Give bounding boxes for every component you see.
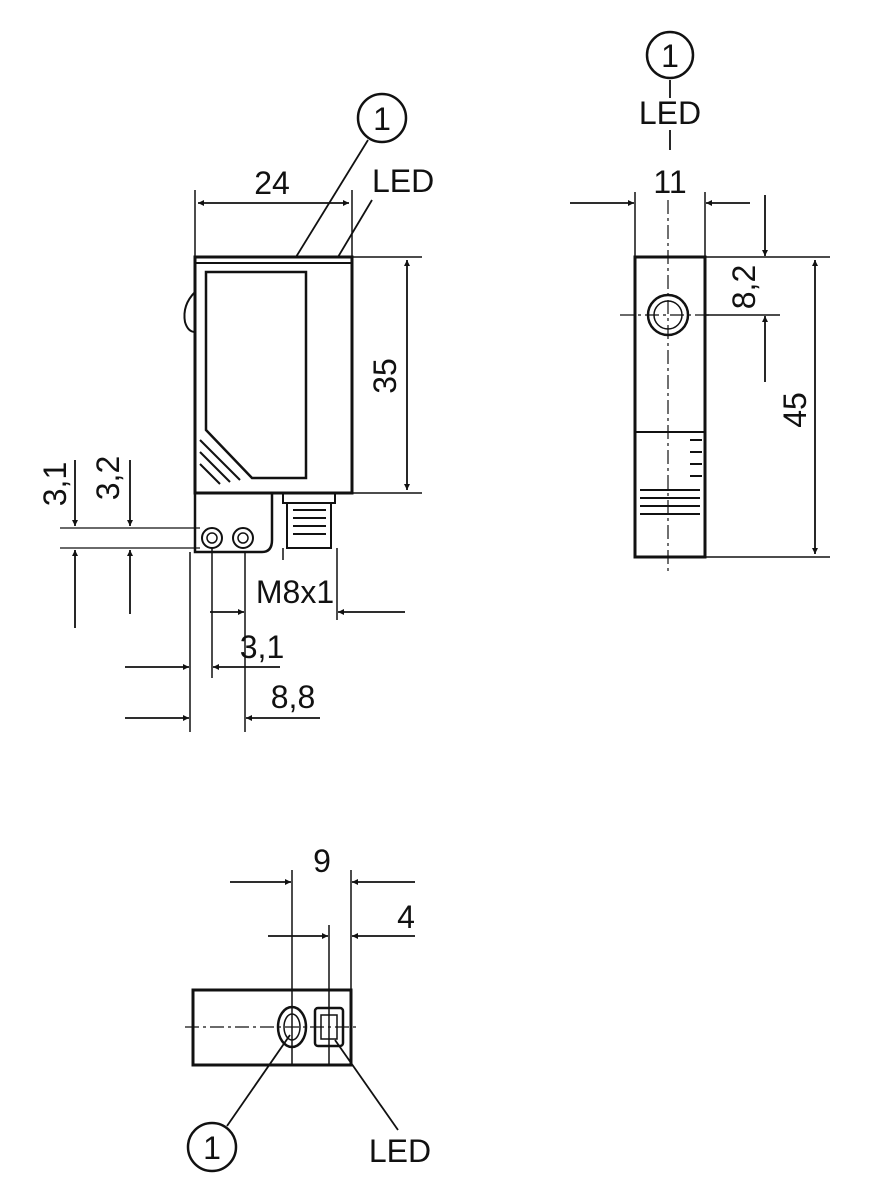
side-bump xyxy=(183,291,196,333)
dim-label-11: 11 xyxy=(653,164,686,200)
sensor-body-front xyxy=(193,255,354,495)
callout-circle-top xyxy=(186,1121,238,1173)
dim-label-8-2: 8,2 xyxy=(726,265,762,309)
mount-hole-2 xyxy=(232,527,254,549)
mount-hole-1 xyxy=(201,527,223,549)
led-leader-front xyxy=(337,199,373,258)
callout-circle-side xyxy=(645,30,695,80)
callout-label-top: 1 xyxy=(203,1130,221,1166)
dim-label-24: 24 xyxy=(254,165,290,201)
dim-label-35: 35 xyxy=(367,358,403,394)
top-view: 9 4 1 LED xyxy=(185,843,431,1173)
side-view: 1 LED 11 8,2 45 xyxy=(570,30,830,575)
dim-label-8-8: 8,8 xyxy=(271,679,315,715)
thread-label: M8x1 xyxy=(256,574,334,610)
front-view: 24 1 LED 35 3,1 3,2 M8x1 3,1 xyxy=(37,92,434,732)
dim-label-45: 45 xyxy=(777,392,813,428)
callout-circle-front xyxy=(356,92,408,144)
sensor-body-side xyxy=(633,255,707,559)
dim-label-4: 4 xyxy=(397,899,415,935)
lens-window xyxy=(204,270,308,480)
grip-ribs xyxy=(199,439,241,485)
led-label-top: LED xyxy=(369,1133,431,1169)
m8-connector xyxy=(282,492,336,549)
dim-label-9: 9 xyxy=(313,843,331,879)
dim-label-3-1-left: 3,1 xyxy=(37,462,73,506)
led-leader-top xyxy=(334,1039,399,1131)
led-label-side: LED xyxy=(639,95,701,131)
callout-leader-front xyxy=(295,139,369,258)
dim-label-3-1-bottom: 3,1 xyxy=(240,629,284,665)
dim-label-3-2: 3,2 xyxy=(90,456,126,500)
side-connector xyxy=(640,489,700,515)
side-ribs xyxy=(690,439,702,477)
callout-leader-top xyxy=(226,1034,291,1127)
led-label-front: LED xyxy=(372,163,434,199)
callout-label-front: 1 xyxy=(373,101,391,137)
callout-label-side: 1 xyxy=(661,38,679,74)
mounting-flange xyxy=(193,493,274,554)
